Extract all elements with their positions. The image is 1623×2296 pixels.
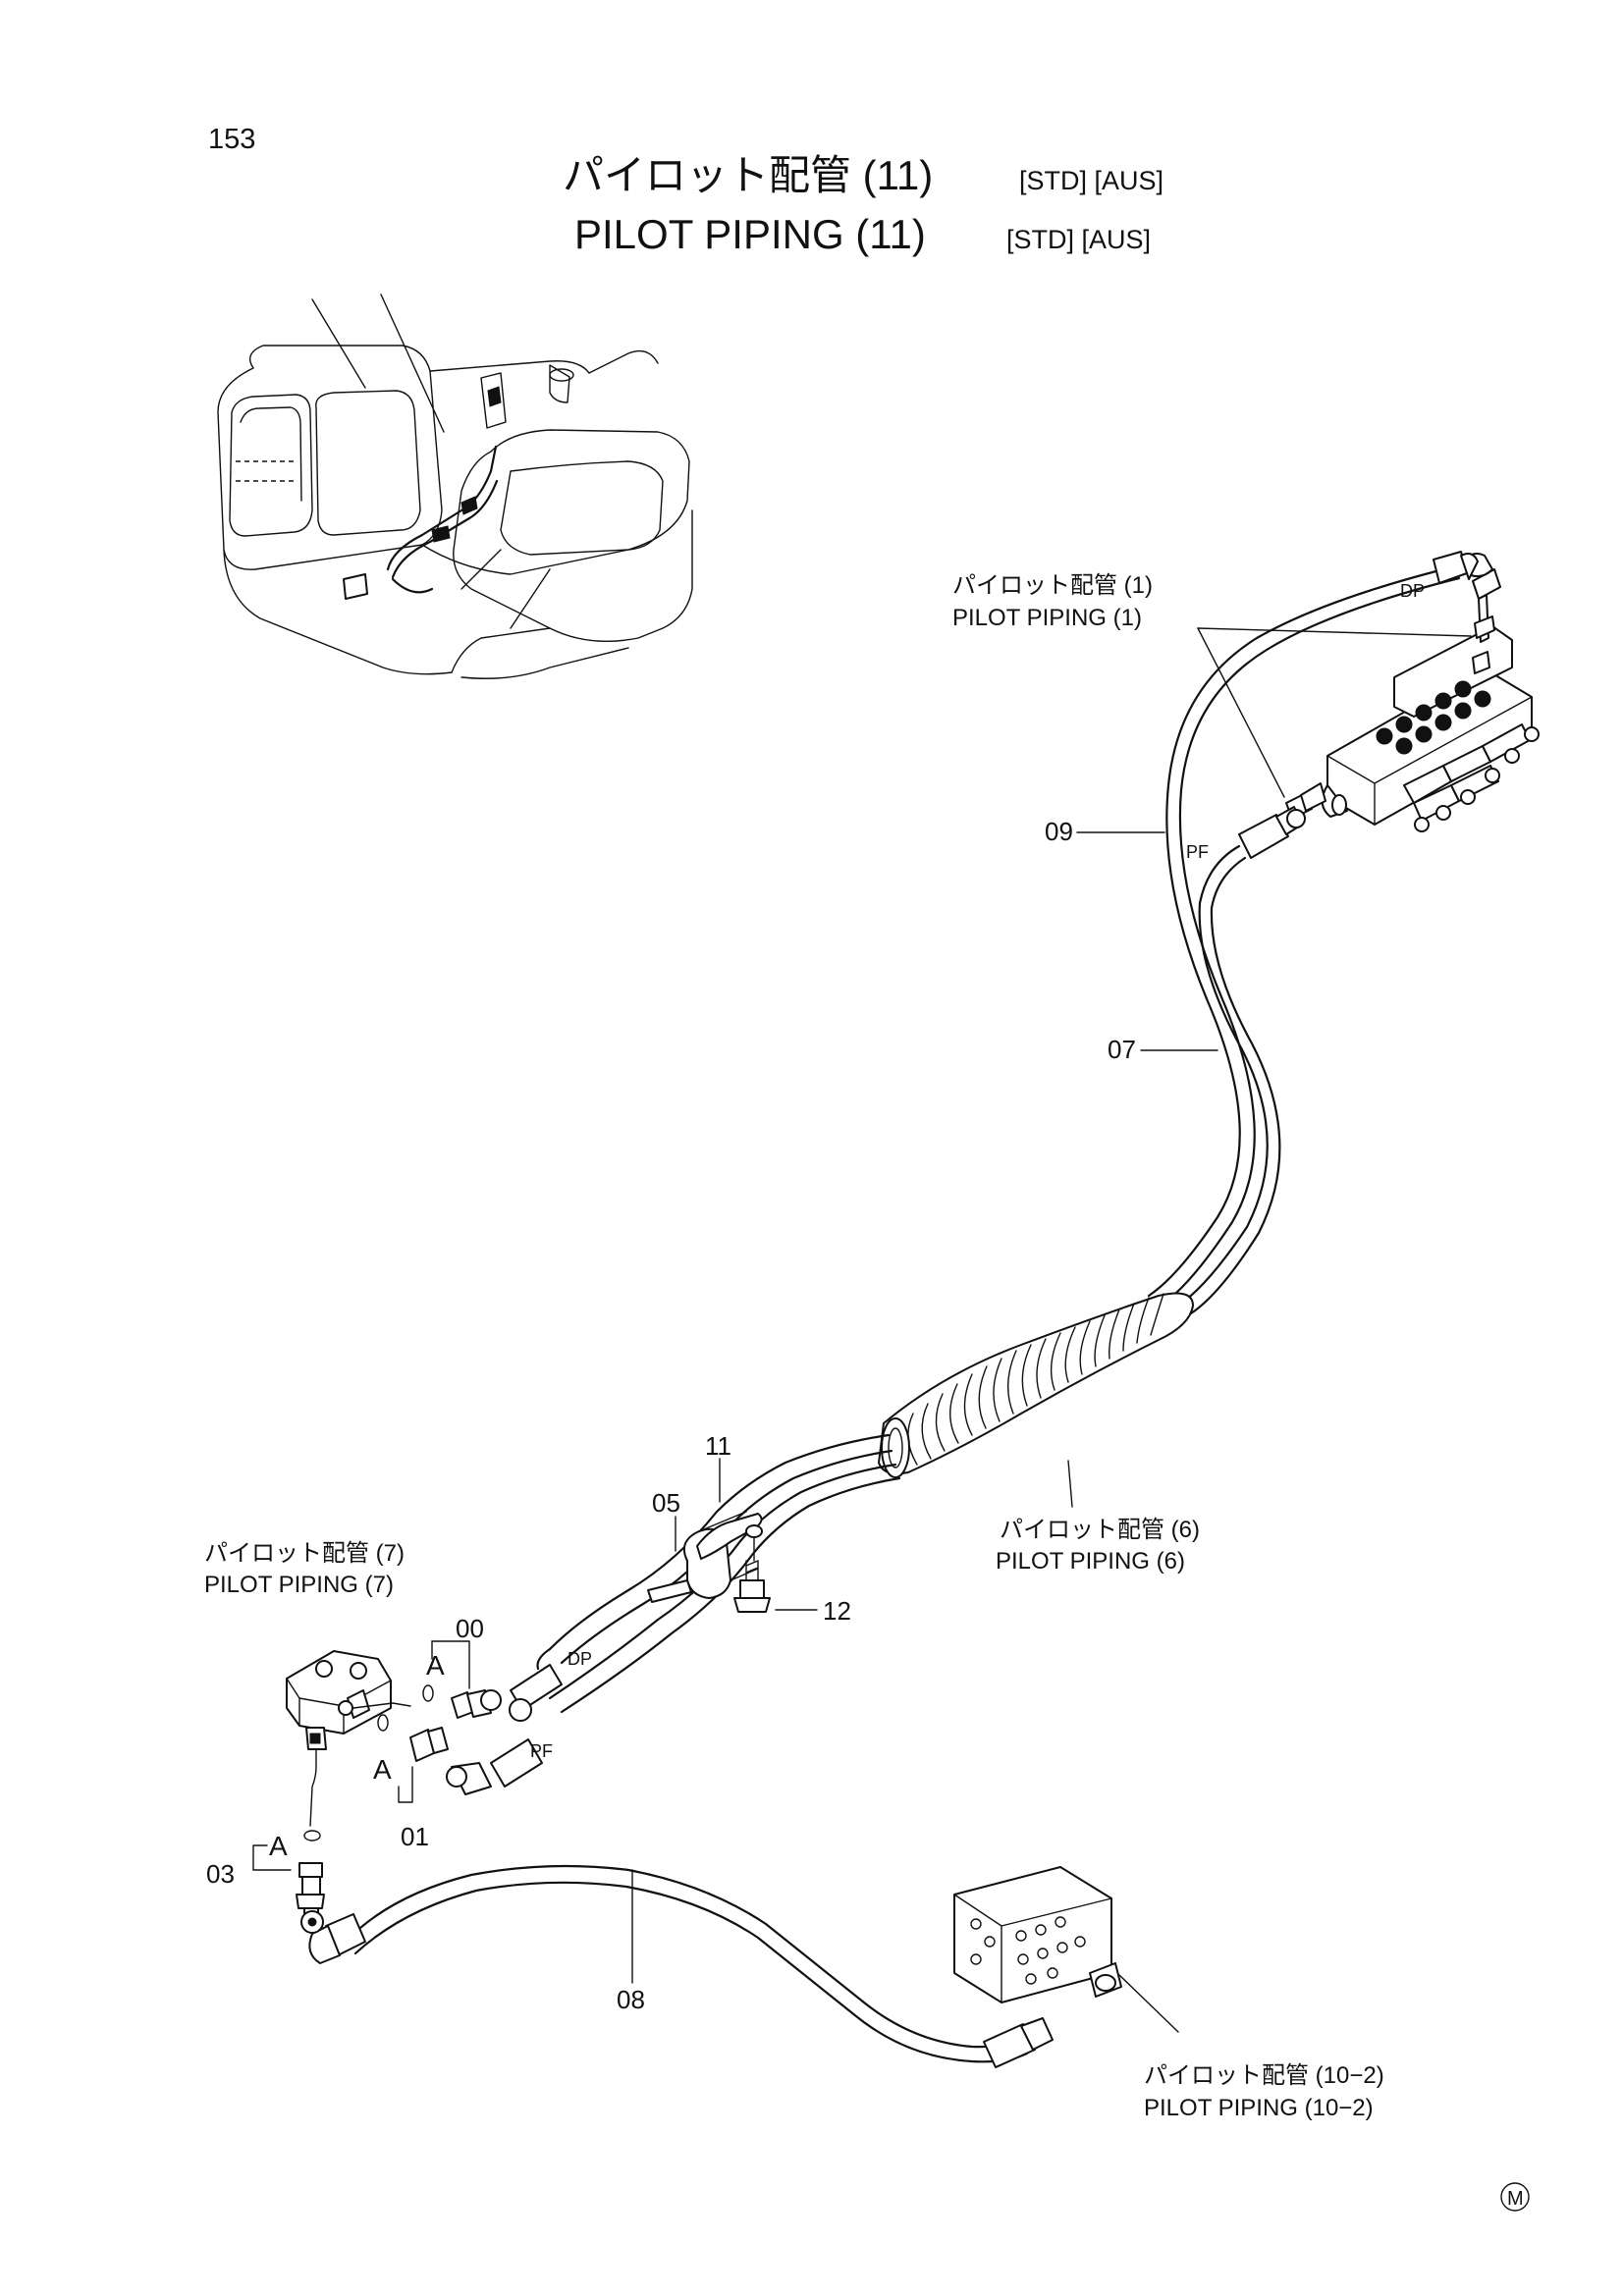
callout-pilot-piping-1-en: PILOT PIPING (1) <box>952 605 1142 631</box>
title-english-tags: [STD] [AUS] <box>1006 225 1151 254</box>
port-label-pf-top: PF <box>1186 842 1209 862</box>
footer-mark-letter: M <box>1507 2188 1524 2210</box>
callout-pilot-piping-7-jp: パイロット配管 (7) <box>204 1540 405 1567</box>
hose-08 <box>300 1864 1054 2068</box>
footer-mark: M <box>1500 2182 1530 2212</box>
part-number-00: 00 <box>456 1614 484 1643</box>
callout-pilot-piping-6-en: PILOT PIPING (6) <box>996 1548 1185 1575</box>
callout-pilot-piping-10-2-jp: パイロット配管 (10−2) <box>1144 2062 1384 2089</box>
port-label-pf-bottom: PF <box>530 1741 553 1761</box>
detail-mark-a-3: A <box>269 1831 288 1861</box>
part-number-11: 11 <box>705 1431 731 1461</box>
detail-mark-a-2: A <box>373 1754 392 1785</box>
part-number-05: 05 <box>652 1488 680 1518</box>
hose-09-dp <box>1147 551 1479 1306</box>
title-japanese-tags: [STD] [AUS] <box>1019 166 1163 195</box>
manifold-block <box>953 1866 1122 2003</box>
excavator-overview-illustration <box>217 294 693 679</box>
title-english: PILOT PIPING (11) <box>574 211 926 257</box>
fittings-and-orings <box>296 1684 502 1921</box>
leader-lines <box>252 627 1472 2033</box>
part-number-03: 03 <box>206 1859 235 1889</box>
part-number-01: 01 <box>401 1822 429 1851</box>
port-label-dp-bottom: DP <box>568 1649 592 1669</box>
part-number-12: 12 <box>823 1596 851 1626</box>
left-hose-ends <box>446 1647 563 1795</box>
protective-spiral-coil <box>878 1292 1194 1478</box>
page-number: 153 <box>208 124 255 155</box>
port-label-dp-top: DP <box>1400 581 1425 601</box>
part-number-07: 07 <box>1108 1035 1136 1064</box>
callout-pilot-piping-1-jp: パイロット配管 (1) <box>952 572 1153 599</box>
hose-07-pf <box>1176 806 1306 1315</box>
part-number-08: 08 <box>617 1985 645 2014</box>
left-pilot-valve <box>286 1650 392 1827</box>
detail-mark-a-1: A <box>426 1650 445 1681</box>
title-japanese: パイロット配管 (11) <box>563 152 933 198</box>
callout-pilot-piping-7-en: PILOT PIPING (7) <box>204 1572 394 1598</box>
part-number-09: 09 <box>1045 817 1073 846</box>
callout-pilot-piping-6-jp: パイロット配管 (6) <box>1000 1517 1200 1543</box>
callout-pilot-piping-10-2-en: PILOT PIPING (10−2) <box>1144 2095 1374 2121</box>
pilot-valve-block <box>1285 553 1540 832</box>
clamp-assembly <box>647 1511 771 1613</box>
